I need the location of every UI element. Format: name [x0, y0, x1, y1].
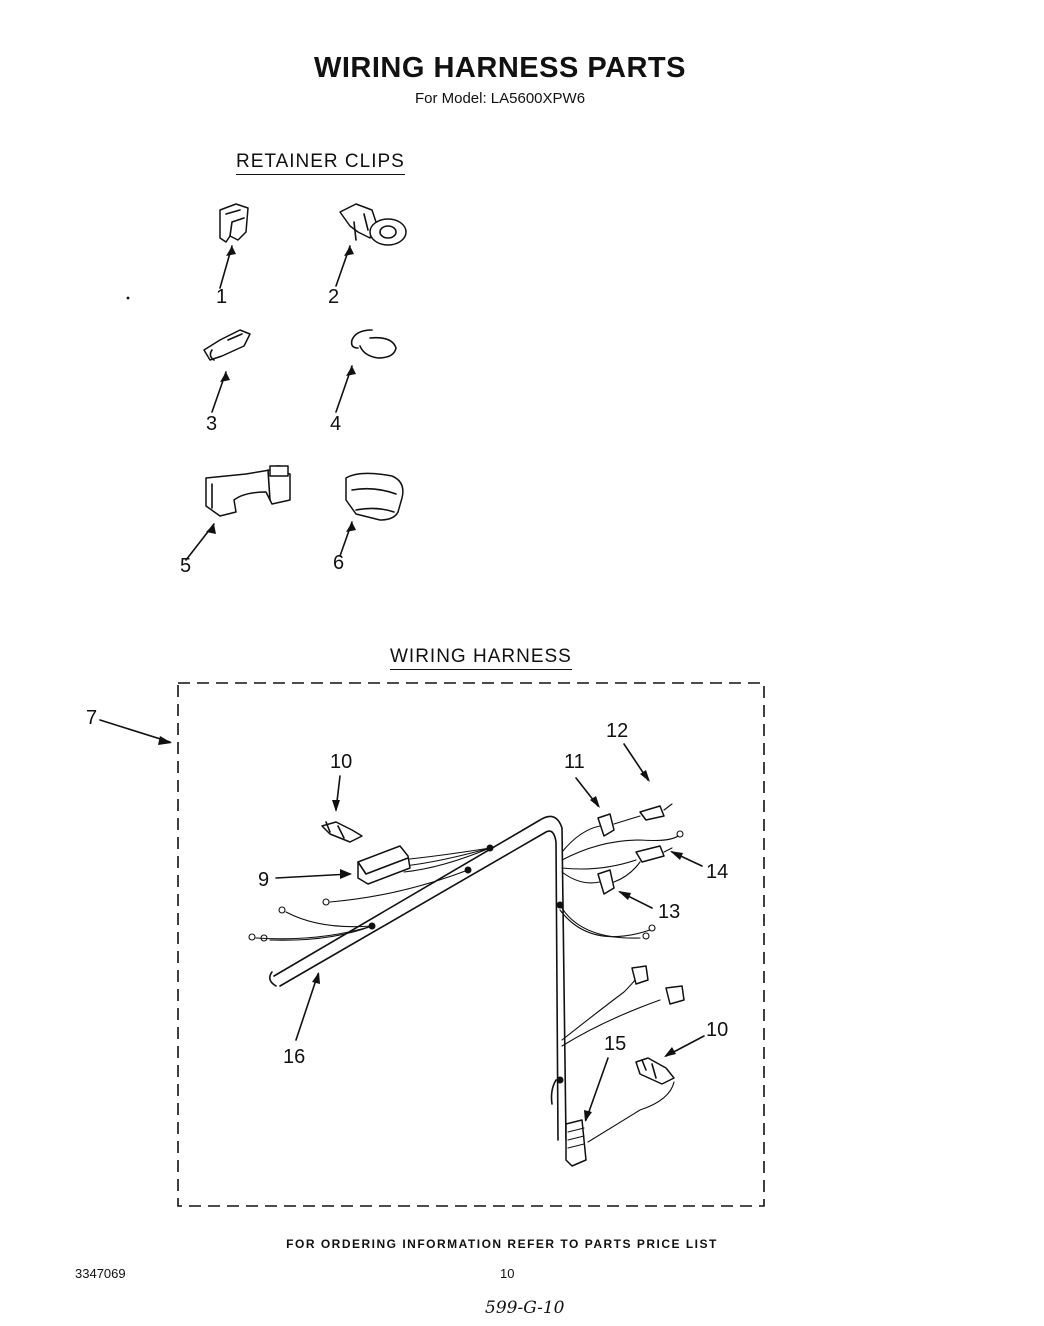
- callout-4: 4: [330, 413, 342, 435]
- retainer-clips-heading: RETAINER CLIPS: [236, 151, 405, 175]
- stray-dot: [126, 296, 130, 300]
- callout-16: 16: [283, 1046, 306, 1068]
- clip-5-drawing: [185, 465, 291, 561]
- ordering-note: FOR ORDERING INFORMATION REFER TO PARTS …: [286, 1237, 718, 1251]
- clip-1-drawing: [219, 203, 249, 289]
- harness-pointers: [275, 743, 705, 1122]
- callout-14: 14: [706, 861, 729, 883]
- harness-frame: [177, 682, 765, 1207]
- callout-5: 5: [180, 555, 192, 577]
- page-title: WIRING HARNESS PARTS: [314, 52, 686, 84]
- harness-drawing: [248, 803, 685, 1167]
- callout-15: 15: [604, 1033, 627, 1055]
- clip-6-drawing: [339, 472, 404, 557]
- callout-10-upper: 10: [330, 751, 353, 773]
- callout-9: 9: [258, 869, 270, 891]
- document-number: 3347069: [75, 1266, 126, 1281]
- callout-1: 1: [216, 286, 228, 308]
- callout-7-pointer: [99, 719, 172, 745]
- callout-6: 6: [333, 552, 345, 574]
- page-number: 10: [500, 1266, 515, 1281]
- clip-3-drawing: [203, 329, 251, 413]
- callout-2: 2: [328, 286, 340, 308]
- wiring-harness-heading: WIRING HARNESS: [390, 646, 572, 670]
- handwritten-code: 599-G-10: [485, 1298, 565, 1318]
- clip-2-drawing: [335, 203, 407, 287]
- callout-12: 12: [606, 720, 629, 742]
- callout-13: 13: [658, 901, 681, 923]
- callout-3: 3: [206, 413, 218, 435]
- callout-10-lower: 10: [706, 1019, 729, 1041]
- callout-7: 7: [86, 707, 98, 729]
- clip-4-drawing: [335, 329, 397, 413]
- model-line: For Model: LA5600XPW6: [414, 90, 586, 107]
- callout-11: 11: [564, 751, 585, 773]
